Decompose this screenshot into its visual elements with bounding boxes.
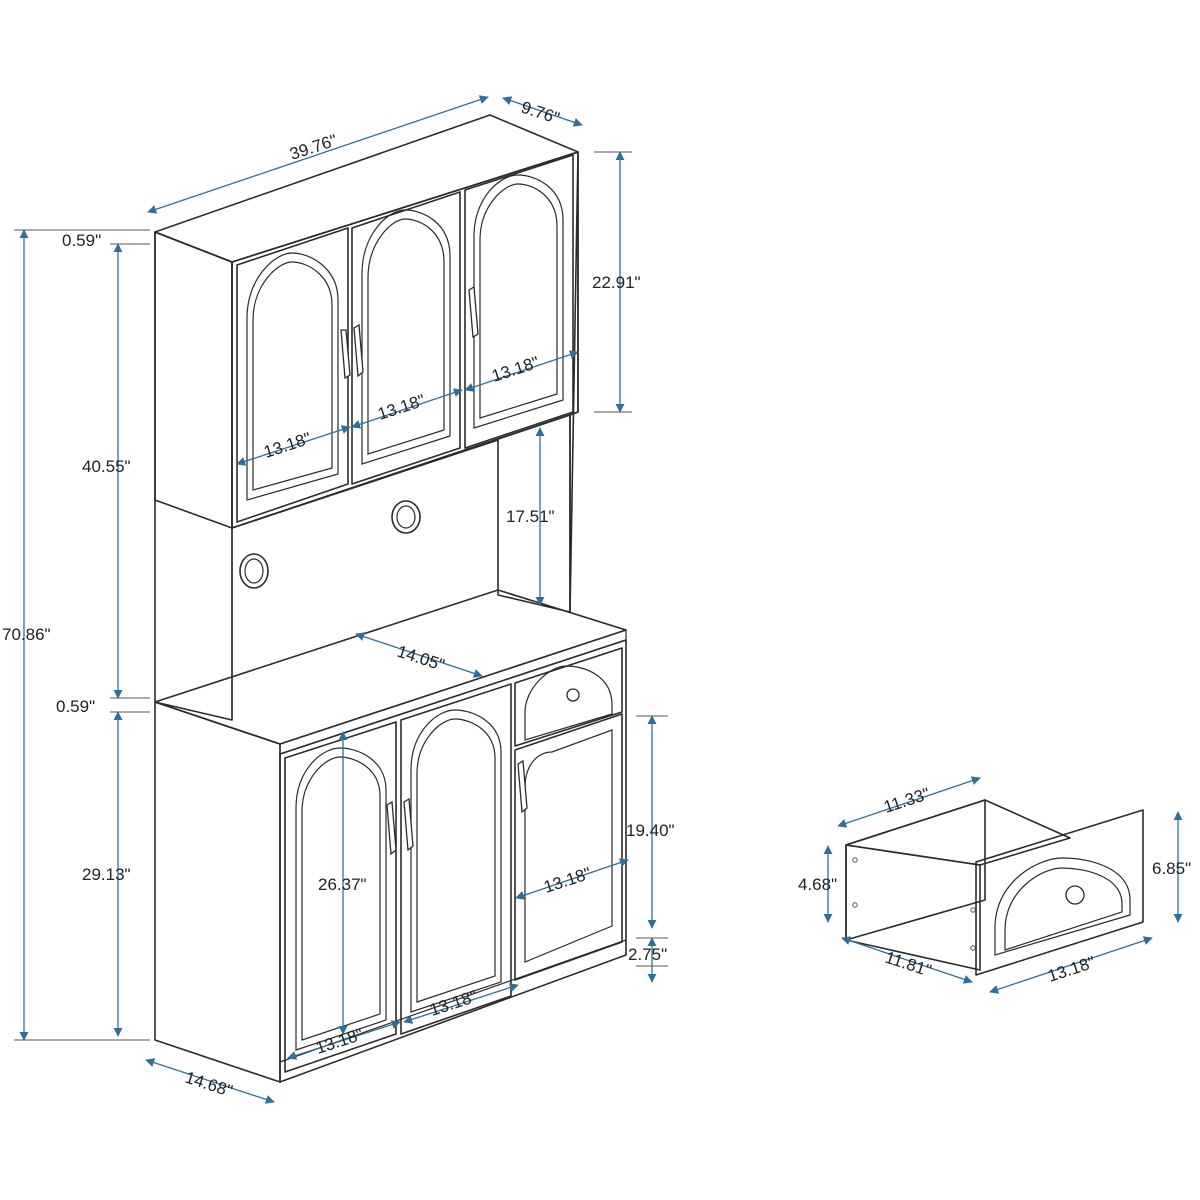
label-drawer-width: 11.33" <box>881 784 932 817</box>
label-base-height: 29.13" <box>82 865 131 884</box>
drawer-right-inner <box>845 844 981 971</box>
counter-top <box>154 589 627 745</box>
label-side-door-height: 19.40" <box>626 821 675 840</box>
label-top-width: 39.76" <box>287 131 339 164</box>
upper-handle-left <box>340 329 351 380</box>
label-upper-door-width-2: 13.18" <box>375 391 427 424</box>
label-lower-door-height: 26.37" <box>318 875 367 894</box>
lower-door-1 <box>284 721 397 1073</box>
hutch-cabinet-drawing <box>154 114 627 1083</box>
label-upper-door-width-1: 13.18" <box>261 429 313 462</box>
drawer-left-side <box>845 799 986 941</box>
label-drawer-depth: 11.81" <box>883 948 934 981</box>
hutch-left-side <box>154 231 233 721</box>
cable-hole-left <box>239 553 269 589</box>
label-plinth-height: 2.75" <box>628 945 667 964</box>
drawer-inner-floor <box>845 799 1071 866</box>
drawer-front-cabinet <box>514 647 623 747</box>
lower-handle-left <box>386 800 397 856</box>
cable-hole-center <box>391 500 421 534</box>
label-total-height: 70.86" <box>2 625 51 644</box>
open-shelf-back <box>231 414 571 613</box>
label-lower-door-width-2: 13.18" <box>427 987 479 1020</box>
drawer-knob-icon-2 <box>1065 885 1085 905</box>
side-door <box>514 713 623 981</box>
upper-door-3 <box>464 154 574 449</box>
label-drawer-front-width: 13.18" <box>1045 953 1097 986</box>
side-handle <box>517 759 528 814</box>
label-side-door-width: 13.18" <box>541 864 593 897</box>
base-front <box>279 639 627 1083</box>
upper-door-2 <box>351 191 461 485</box>
label-counter-depth: 14.05" <box>395 642 447 675</box>
drawer-front-panel <box>975 809 1144 976</box>
label-upper-door-height: 22.91" <box>592 273 641 292</box>
upper-handle-third <box>468 285 479 339</box>
label-top-depth: 9.76" <box>519 98 562 128</box>
hutch-right-side <box>569 151 579 613</box>
drawer-knob-icon <box>566 688 580 702</box>
base-left-side <box>154 701 281 1083</box>
drawer-drawing <box>845 799 1144 976</box>
upper-handle-right <box>353 323 364 378</box>
dimension-lines <box>14 95 1183 1104</box>
label-base-depth: 14.68" <box>183 1068 235 1101</box>
label-crown-thickness: 0.59" <box>62 231 101 250</box>
crown-front <box>154 231 233 529</box>
lower-handle-right <box>403 797 414 852</box>
label-upper-door-width-3: 13.18" <box>489 353 541 386</box>
label-open-shelf-height: 17.51" <box>506 507 555 526</box>
label-counter-thickness: 0.59" <box>56 697 95 716</box>
upper-door-1 <box>236 227 349 523</box>
label-drawer-inner-height: 4.68" <box>798 875 837 894</box>
label-hutch-height: 40.55" <box>82 457 131 476</box>
lower-door-2 <box>400 683 512 1035</box>
label-drawer-front-height: 6.85" <box>1152 859 1191 878</box>
